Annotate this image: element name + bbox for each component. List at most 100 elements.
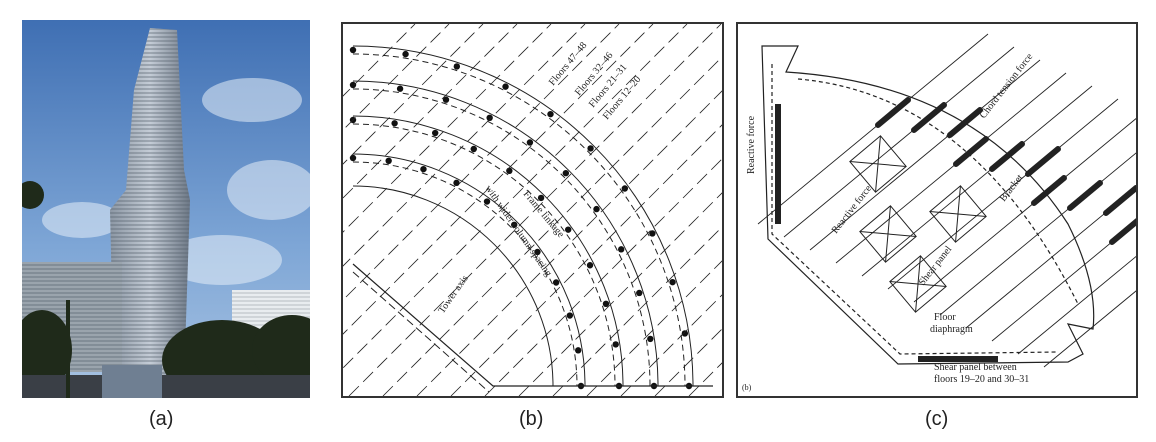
column bbox=[385, 157, 392, 165]
chord-bar bbox=[875, 97, 911, 128]
caption-a: (a) bbox=[149, 408, 174, 430]
grid-line bbox=[42, 23, 416, 397]
shear-panel-box bbox=[929, 185, 987, 243]
shear-panel-box bbox=[859, 205, 917, 263]
column bbox=[349, 46, 357, 54]
column bbox=[483, 198, 491, 205]
column bbox=[470, 145, 477, 153]
grid-line bbox=[382, 23, 756, 397]
chord-bar bbox=[1103, 185, 1139, 216]
chord-bar bbox=[1067, 180, 1103, 211]
floor-plan-diagram: Floors 47–48 Floors 32–46 Floors 21–31 F… bbox=[42, 22, 1130, 398]
shear-panel-cross bbox=[849, 135, 907, 193]
label-reactive-force-left: Reactive force bbox=[746, 115, 757, 174]
floor-arc-dashed bbox=[352, 53, 686, 387]
column bbox=[612, 341, 619, 348]
caption-b: (b) bbox=[519, 408, 544, 430]
label-shear-between-2: floors 19–20 and 30–31 bbox=[934, 374, 1029, 385]
column bbox=[647, 335, 654, 343]
brace-line bbox=[809, 59, 1041, 251]
column bbox=[587, 145, 594, 152]
column bbox=[602, 300, 610, 308]
column bbox=[349, 81, 357, 89]
column bbox=[402, 50, 409, 58]
floor-arc-dashed bbox=[352, 161, 578, 387]
chord-bar bbox=[1031, 175, 1067, 206]
floor-arc bbox=[352, 153, 586, 387]
column bbox=[681, 330, 689, 337]
grid-line bbox=[348, 23, 722, 397]
column bbox=[617, 246, 625, 253]
chord-bar bbox=[947, 107, 983, 138]
sublabel-b: (b) bbox=[742, 383, 752, 392]
column bbox=[431, 129, 439, 137]
label-diaphragm: diaphragm bbox=[930, 324, 973, 335]
shear-panel-cross bbox=[889, 255, 947, 313]
column bbox=[547, 110, 554, 118]
brace-line bbox=[783, 46, 1015, 238]
caption-c: (c) bbox=[925, 408, 949, 430]
brace-line bbox=[965, 170, 1156, 329]
column bbox=[442, 96, 450, 103]
floor-arc bbox=[352, 45, 694, 387]
structural-grid bbox=[42, 23, 1130, 397]
column bbox=[391, 120, 398, 127]
column bbox=[486, 114, 493, 122]
floor-arc bbox=[352, 115, 624, 387]
floor-outline bbox=[761, 45, 1095, 365]
floor-arc-dashed bbox=[352, 88, 651, 387]
column bbox=[669, 278, 676, 286]
shear-panel-box bbox=[889, 255, 947, 313]
grid-line bbox=[416, 23, 790, 397]
shear-panel-cross bbox=[859, 205, 917, 263]
shear-panel-diagram: Reactive force Chord tension force Brack… bbox=[736, 22, 1156, 398]
brace-line bbox=[757, 33, 989, 225]
column bbox=[537, 194, 545, 202]
column bbox=[453, 63, 461, 70]
column bbox=[534, 248, 541, 256]
chord-bar bbox=[953, 136, 989, 167]
column bbox=[506, 167, 513, 175]
column bbox=[562, 169, 570, 177]
grid-line bbox=[450, 23, 824, 397]
column bbox=[420, 165, 427, 173]
brace-line bbox=[939, 135, 1156, 316]
label-chord-tension-force: Chord tension force bbox=[978, 51, 1036, 121]
core-edge-dashed bbox=[352, 271, 490, 393]
column bbox=[552, 279, 560, 286]
column bbox=[636, 289, 643, 297]
label-shear-between-1: Shear panel between bbox=[934, 362, 1017, 373]
grid-line bbox=[314, 23, 688, 397]
column bbox=[453, 179, 460, 187]
clouds bbox=[42, 78, 310, 285]
grid-line bbox=[280, 23, 654, 397]
column bbox=[564, 226, 572, 233]
column bbox=[649, 230, 656, 237]
grid-line bbox=[484, 23, 858, 397]
label-reactive-force-mid: Reactive force bbox=[830, 183, 875, 236]
column bbox=[586, 262, 594, 269]
column bbox=[349, 154, 357, 162]
brace-line bbox=[991, 204, 1156, 342]
trees bbox=[22, 181, 310, 398]
floor-arc bbox=[352, 80, 659, 387]
chord-bar bbox=[1109, 214, 1145, 245]
shear-panel-box bbox=[849, 135, 907, 193]
brace-line bbox=[835, 72, 1067, 264]
brace-line bbox=[913, 111, 1145, 303]
chord-bar bbox=[911, 102, 947, 133]
shear-panels bbox=[849, 135, 987, 313]
brace-line bbox=[1017, 239, 1156, 355]
brace-line bbox=[1043, 273, 1156, 368]
tower-photo bbox=[22, 20, 310, 398]
column bbox=[566, 312, 574, 319]
brace-line bbox=[861, 85, 1093, 277]
column bbox=[396, 85, 404, 92]
floor-arc-dashed bbox=[352, 123, 616, 387]
chord-bar bbox=[1025, 146, 1061, 177]
column bbox=[511, 221, 518, 228]
brace-line bbox=[887, 98, 1119, 290]
label-floor: Floor bbox=[934, 312, 956, 323]
grid-line bbox=[518, 23, 892, 397]
grid-line bbox=[110, 23, 484, 397]
